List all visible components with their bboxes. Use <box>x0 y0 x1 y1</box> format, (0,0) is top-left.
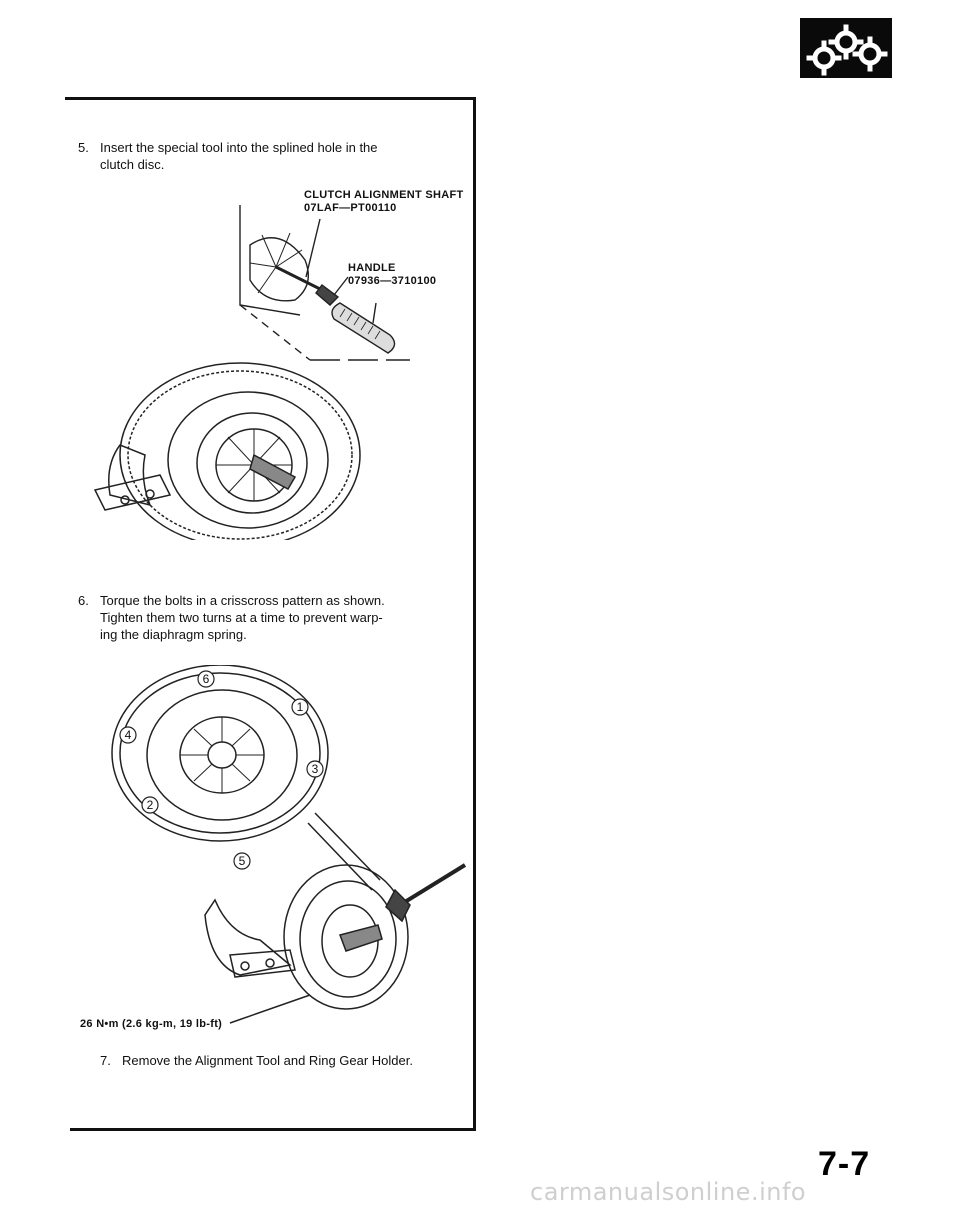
crisscross-diagram: 1 2 3 4 5 6 <box>111 665 467 1024</box>
torque-spec-label: 26 N•m (2.6 kg-m, 19 lb-ft) <box>80 1018 223 1030</box>
step-text: Insert the special tool into the splined… <box>100 139 378 173</box>
bolt-pattern-illustration: 1 2 3 4 5 6 <box>110 665 470 1040</box>
step-5: 5. Insert the special tool into the spli… <box>78 139 468 175</box>
frame-top-rule <box>65 97 476 100</box>
gear-icon <box>800 18 892 78</box>
step-text-line: Remove the Alignment Tool and Ring Gear … <box>122 1053 413 1068</box>
step-text-line: Tighten them two turns at a time to prev… <box>100 610 383 625</box>
alignment-tool-illustration <box>90 205 460 540</box>
step-text-line: Insert the special tool into the splined… <box>100 140 378 155</box>
bolt-callout-5: 5 <box>239 854 246 868</box>
bolt-callout-2: 2 <box>147 798 154 812</box>
bolt-callout-4: 4 <box>125 728 132 742</box>
bolt-callout-6: 6 <box>203 672 210 686</box>
step-text: Torque the bolts in a crisscross pattern… <box>100 592 385 643</box>
step-text-line: clutch disc. <box>100 157 165 172</box>
step-number: 6. <box>78 593 89 608</box>
step-7: 7. Remove the Alignment Tool and Ring Ge… <box>100 1052 470 1070</box>
section-gear-icon <box>800 18 892 78</box>
page-number: 7-7 <box>818 1145 871 1183</box>
watermark: carmanualsonline.info <box>530 1178 807 1206</box>
step-text-line: ing the diaphragm spring. <box>100 627 247 642</box>
bolt-callout-1: 1 <box>297 700 304 714</box>
frame-bottom-rule <box>70 1128 476 1131</box>
step-text-line: Torque the bolts in a crisscross pattern… <box>100 593 385 608</box>
alignment-shaft-part-number: 07LAF—PT00110 <box>304 202 397 214</box>
handle-name: HANDLE <box>348 262 396 274</box>
handle-part-number: 07936—3710100 <box>348 275 437 287</box>
step-text: Remove the Alignment Tool and Ring Gear … <box>122 1052 413 1069</box>
frame-right-rule <box>473 97 476 1131</box>
clutch-tool-drawing <box>93 205 410 540</box>
step-number: 7. <box>100 1053 111 1068</box>
handle-label: HANDLE 07936—3710100 <box>348 262 436 288</box>
step-6: 6. Torque the bolts in a crisscross patt… <box>78 592 468 646</box>
alignment-shaft-name: CLUTCH ALIGNMENT SHAFT <box>304 189 464 201</box>
bolt-callout-3: 3 <box>312 762 319 776</box>
step-number: 5. <box>78 140 89 155</box>
alignment-shaft-label: CLUTCH ALIGNMENT SHAFT 07LAF—PT00110 <box>304 189 464 215</box>
